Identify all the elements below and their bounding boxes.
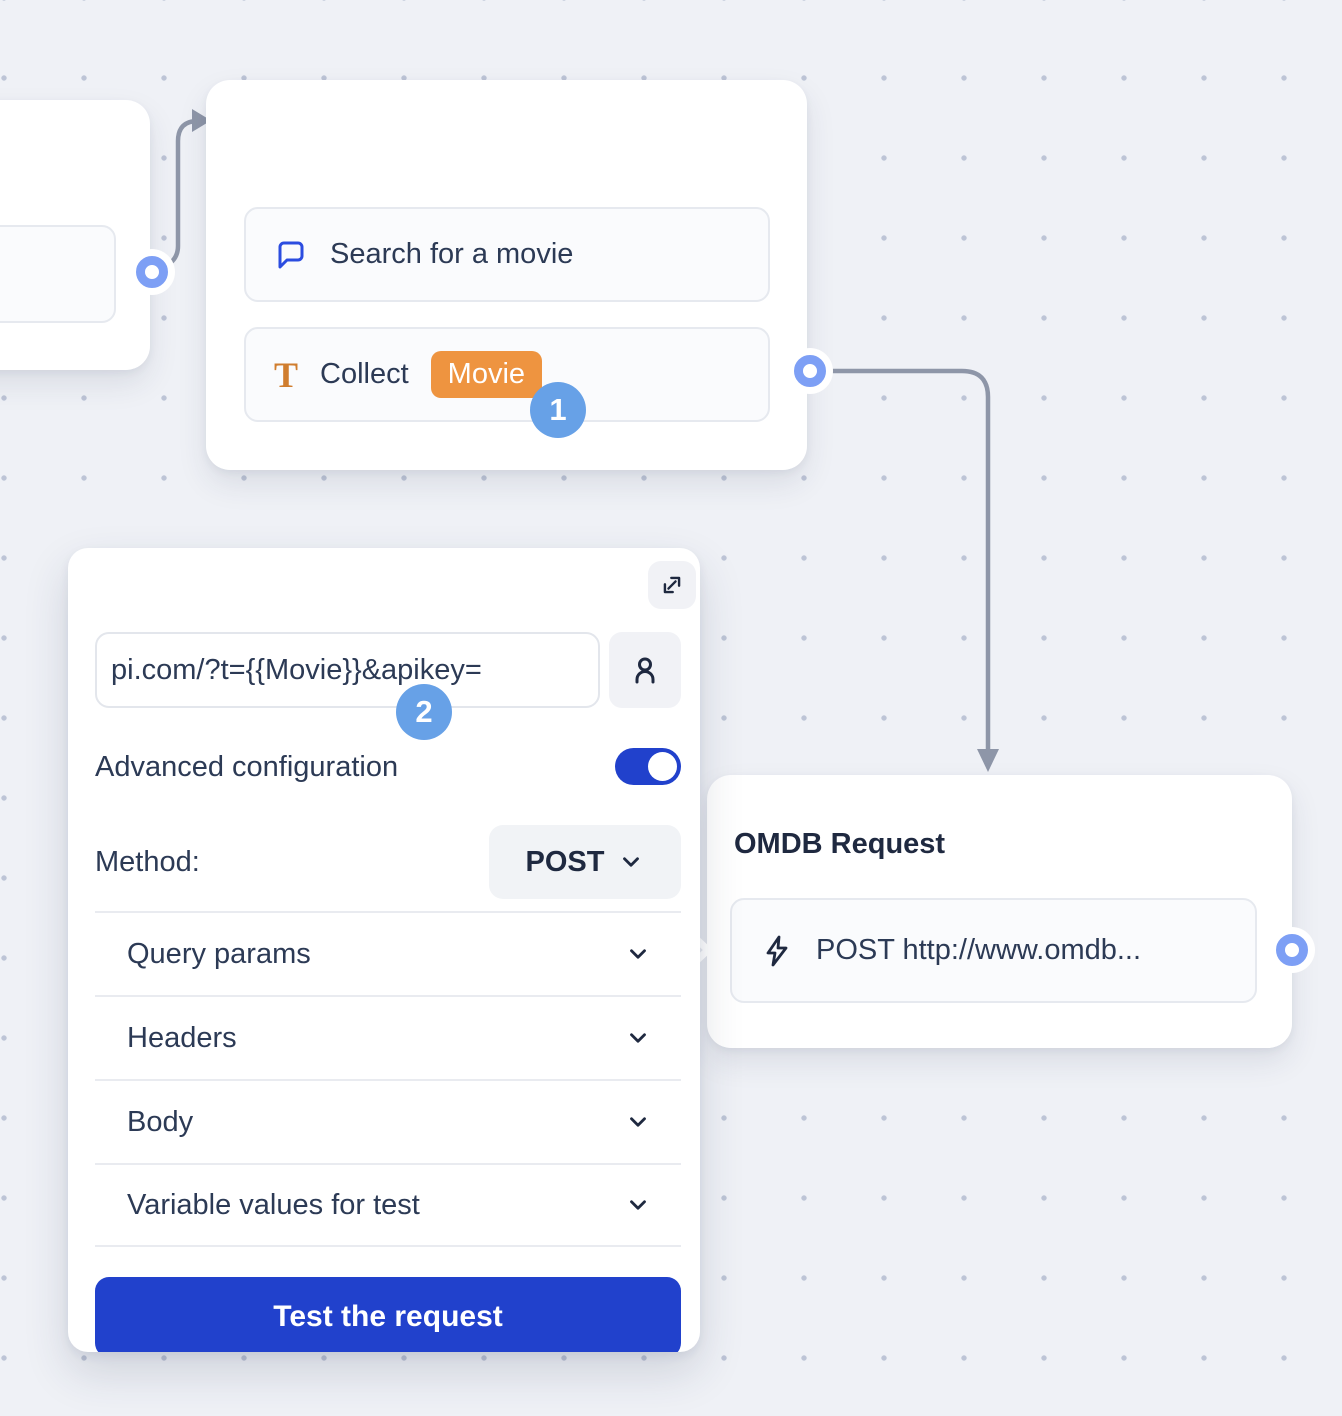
method-value: POST [525, 845, 605, 878]
item-label: Search for a movie [330, 238, 574, 270]
advanced-configuration-toggle[interactable] [615, 748, 681, 785]
omdb-request-node-card[interactable]: OMDB Request POST http://www.omdb... [707, 775, 1292, 1048]
variable-insert-button[interactable] [609, 632, 681, 708]
port-ring [794, 355, 826, 387]
toggle-knob [648, 752, 677, 781]
omdb-request-webhook-item[interactable]: POST http://www.omdb... [730, 898, 1257, 1003]
step-badge-1: 1 [530, 382, 586, 438]
section-label: Query params [127, 937, 311, 970]
method-row: Method: POST [95, 825, 681, 899]
connector-arrowhead-down [977, 749, 999, 772]
url-value: pi.com/?t={{Movie}}&apikey= [111, 653, 482, 686]
chevron-down-icon [630, 1117, 646, 1127]
port-ring [136, 256, 168, 288]
advanced-configuration-label: Advanced configuration [95, 751, 399, 783]
chevron-down-icon [630, 1033, 646, 1043]
chat-bubble-icon [274, 238, 308, 272]
webhook-config-panel: pi.com/?t={{Movie}}&apikey= 2 Advanced c… [68, 548, 700, 1352]
movie-search-node-card[interactable]: Movie search Search for a movie T Collec… [206, 80, 807, 470]
expand-icon [663, 576, 681, 594]
previous-node-item[interactable] [0, 225, 116, 323]
section-variable-values[interactable]: Variable values for test [95, 1163, 681, 1247]
chevron-down-icon [623, 857, 640, 867]
variable-badge: Movie [430, 350, 543, 399]
node-title: OMDB Request [734, 828, 946, 860]
movie-search-question-item[interactable]: Search for a movie [244, 207, 770, 302]
chevron-down-icon [630, 1200, 646, 1210]
section-label: Body [127, 1105, 194, 1138]
section-headers[interactable]: Headers [95, 995, 681, 1079]
port-ring [1276, 934, 1308, 966]
item-label: Collect [320, 358, 409, 390]
method-select[interactable]: POST [489, 825, 681, 899]
section-query-params[interactable]: Query params [95, 911, 681, 995]
config-sections: Query params Headers Body Variable value… [95, 911, 681, 1247]
url-input[interactable]: pi.com/?t={{Movie}}&apikey= [95, 632, 600, 708]
movie-search-output-port[interactable] [787, 348, 833, 394]
connector-prev-to-movie-search [160, 118, 199, 270]
test-request-button[interactable]: Test the request [95, 1277, 681, 1352]
chevron-down-icon [630, 949, 646, 959]
movie-search-collect-item[interactable]: T Collect Movie [244, 327, 770, 422]
step-badge-2: 2 [396, 684, 452, 740]
previous-node-output-port[interactable] [129, 249, 175, 295]
expand-button[interactable] [648, 561, 696, 609]
method-label: Method: [95, 845, 200, 878]
connector-movie-search-to-omdb [823, 368, 991, 755]
text-input-icon: T [274, 354, 299, 395]
section-body[interactable]: Body [95, 1079, 681, 1163]
previous-node-card[interactable] [0, 100, 150, 370]
lightning-icon [760, 934, 794, 968]
item-label: POST http://www.omdb... [816, 934, 1142, 966]
person-icon [635, 657, 655, 684]
omdb-request-output-port[interactable] [1269, 927, 1315, 973]
section-label: Variable values for test [127, 1188, 420, 1221]
section-label: Headers [127, 1021, 237, 1054]
